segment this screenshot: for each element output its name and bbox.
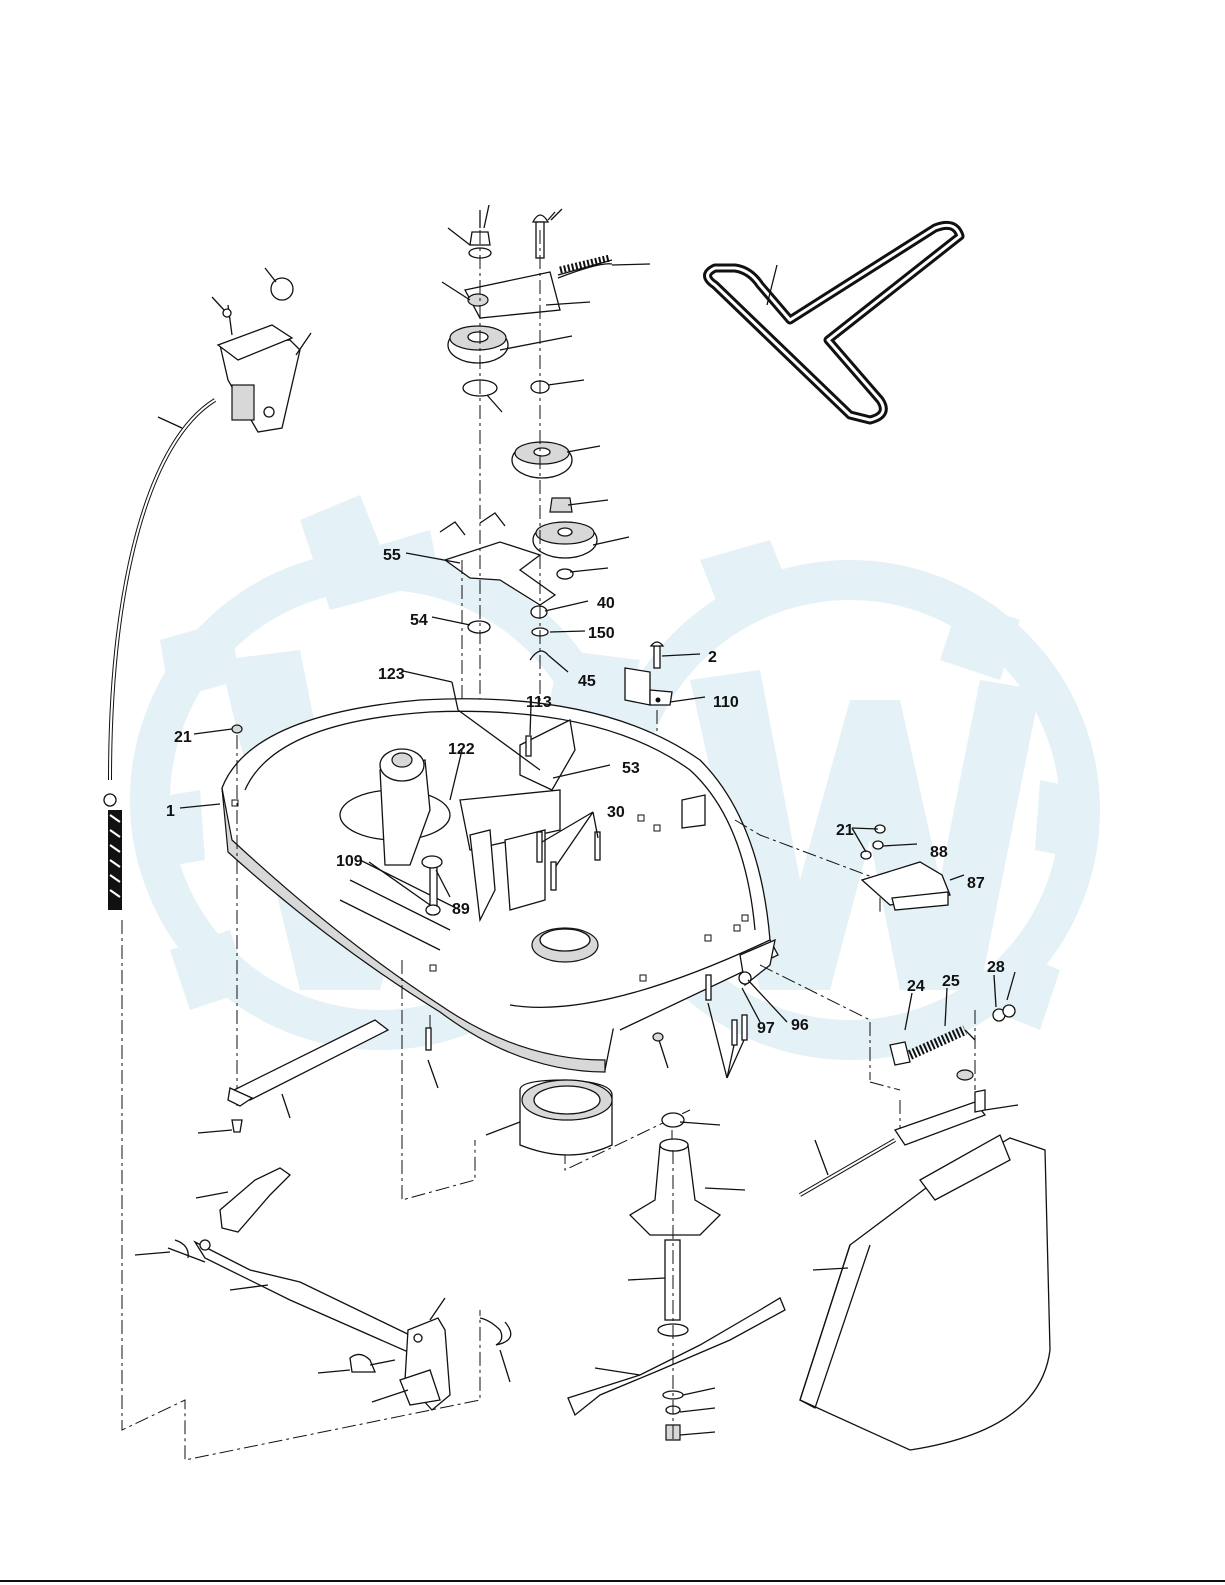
callout-53: 53 [622,760,640,777]
callout-96: 96 [791,1017,809,1034]
discharge-chute [800,1135,1050,1450]
callout-2: 2 [708,649,717,666]
callout-88: 88 [930,844,948,861]
callout-150: 150 [588,625,615,642]
callout-109: 109 [336,853,363,870]
callout-30: 30 [607,804,625,821]
spindle-and-blade [568,1113,785,1440]
drive-belt [708,225,961,420]
lift-rod [800,1140,895,1195]
callout-21-right: 21 [836,822,854,839]
callout-97: 97 [757,1020,775,1037]
callout-40: 40 [597,595,615,612]
callout-24: 24 [907,978,925,995]
clutch-lever-bracket [212,268,311,432]
callout-1: 1 [166,803,175,820]
callout-123: 123 [378,666,405,683]
callout-113: 113 [526,694,552,711]
callout-55: 55 [383,547,401,564]
callout-28: 28 [987,959,1005,976]
callout-89: 89 [452,901,470,918]
lift-arm-assembly [135,1168,511,1410]
callout-45: 45 [578,673,596,690]
callout-21-left: 21 [174,729,192,746]
page-bottom-rule [0,1580,1225,1582]
callout-110: 110 [713,694,739,711]
callout-25: 25 [942,973,960,990]
callout-54: 54 [410,612,428,629]
callout-122: 122 [448,741,475,758]
deck-stabilizer-bar [198,1020,388,1133]
callout-87: 87 [967,875,985,892]
